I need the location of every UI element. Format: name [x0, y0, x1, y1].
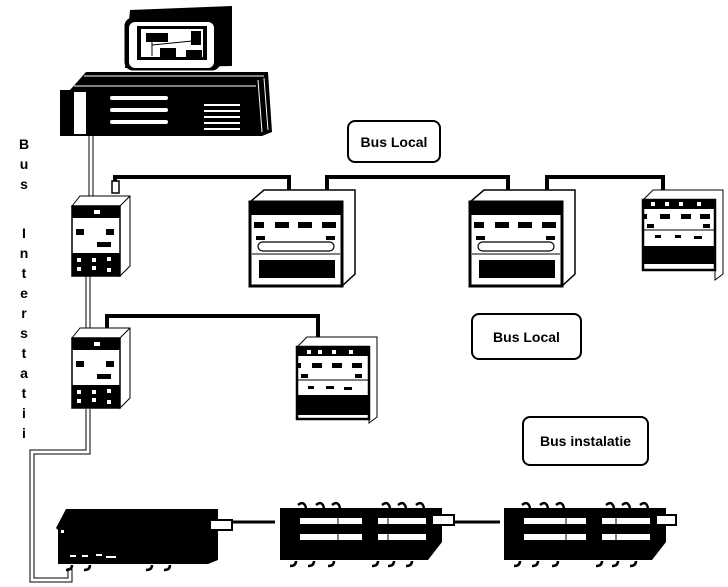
installation-module-icon: [56, 509, 233, 572]
label-char: I: [22, 225, 26, 241]
label-char: i: [22, 425, 26, 441]
local-bus-wire-top: [111, 175, 665, 194]
label-char: B: [18, 136, 30, 152]
bus-local-label-top: Bus Local: [347, 120, 441, 163]
bus-coupler-icon: [70, 195, 131, 278]
label-char: s: [20, 325, 28, 341]
label-char: s: [20, 176, 28, 192]
local-bus-wire-middle: [105, 314, 320, 340]
small-device-icon: [295, 336, 378, 424]
bus-installation-label: Bus instalatie: [522, 416, 649, 466]
label-char: n: [19, 245, 29, 261]
bus-local-label-middle: Bus Local: [471, 313, 582, 360]
small-device-icon: [641, 189, 724, 281]
label-char: t: [21, 265, 27, 281]
label-char: e: [20, 285, 28, 301]
installation-module-icon: [504, 501, 677, 568]
local-device-icon: [247, 189, 356, 288]
computer-workstation-icon: [60, 6, 272, 136]
installation-module-icon: [280, 501, 455, 568]
label-char: i: [22, 405, 26, 421]
label-char: a: [20, 365, 28, 381]
bus-coupler-icon: [70, 327, 131, 410]
local-device-icon: [467, 189, 576, 288]
interstation-bus-wire: [29, 136, 94, 583]
label-char: r: [21, 305, 27, 321]
interstation-bus-label: B u s I n t e r s t a t i i: [17, 134, 31, 443]
label-char: t: [21, 345, 27, 361]
label-char: u: [19, 156, 29, 172]
label-char-space: [17, 194, 31, 223]
label-char: t: [21, 385, 27, 401]
